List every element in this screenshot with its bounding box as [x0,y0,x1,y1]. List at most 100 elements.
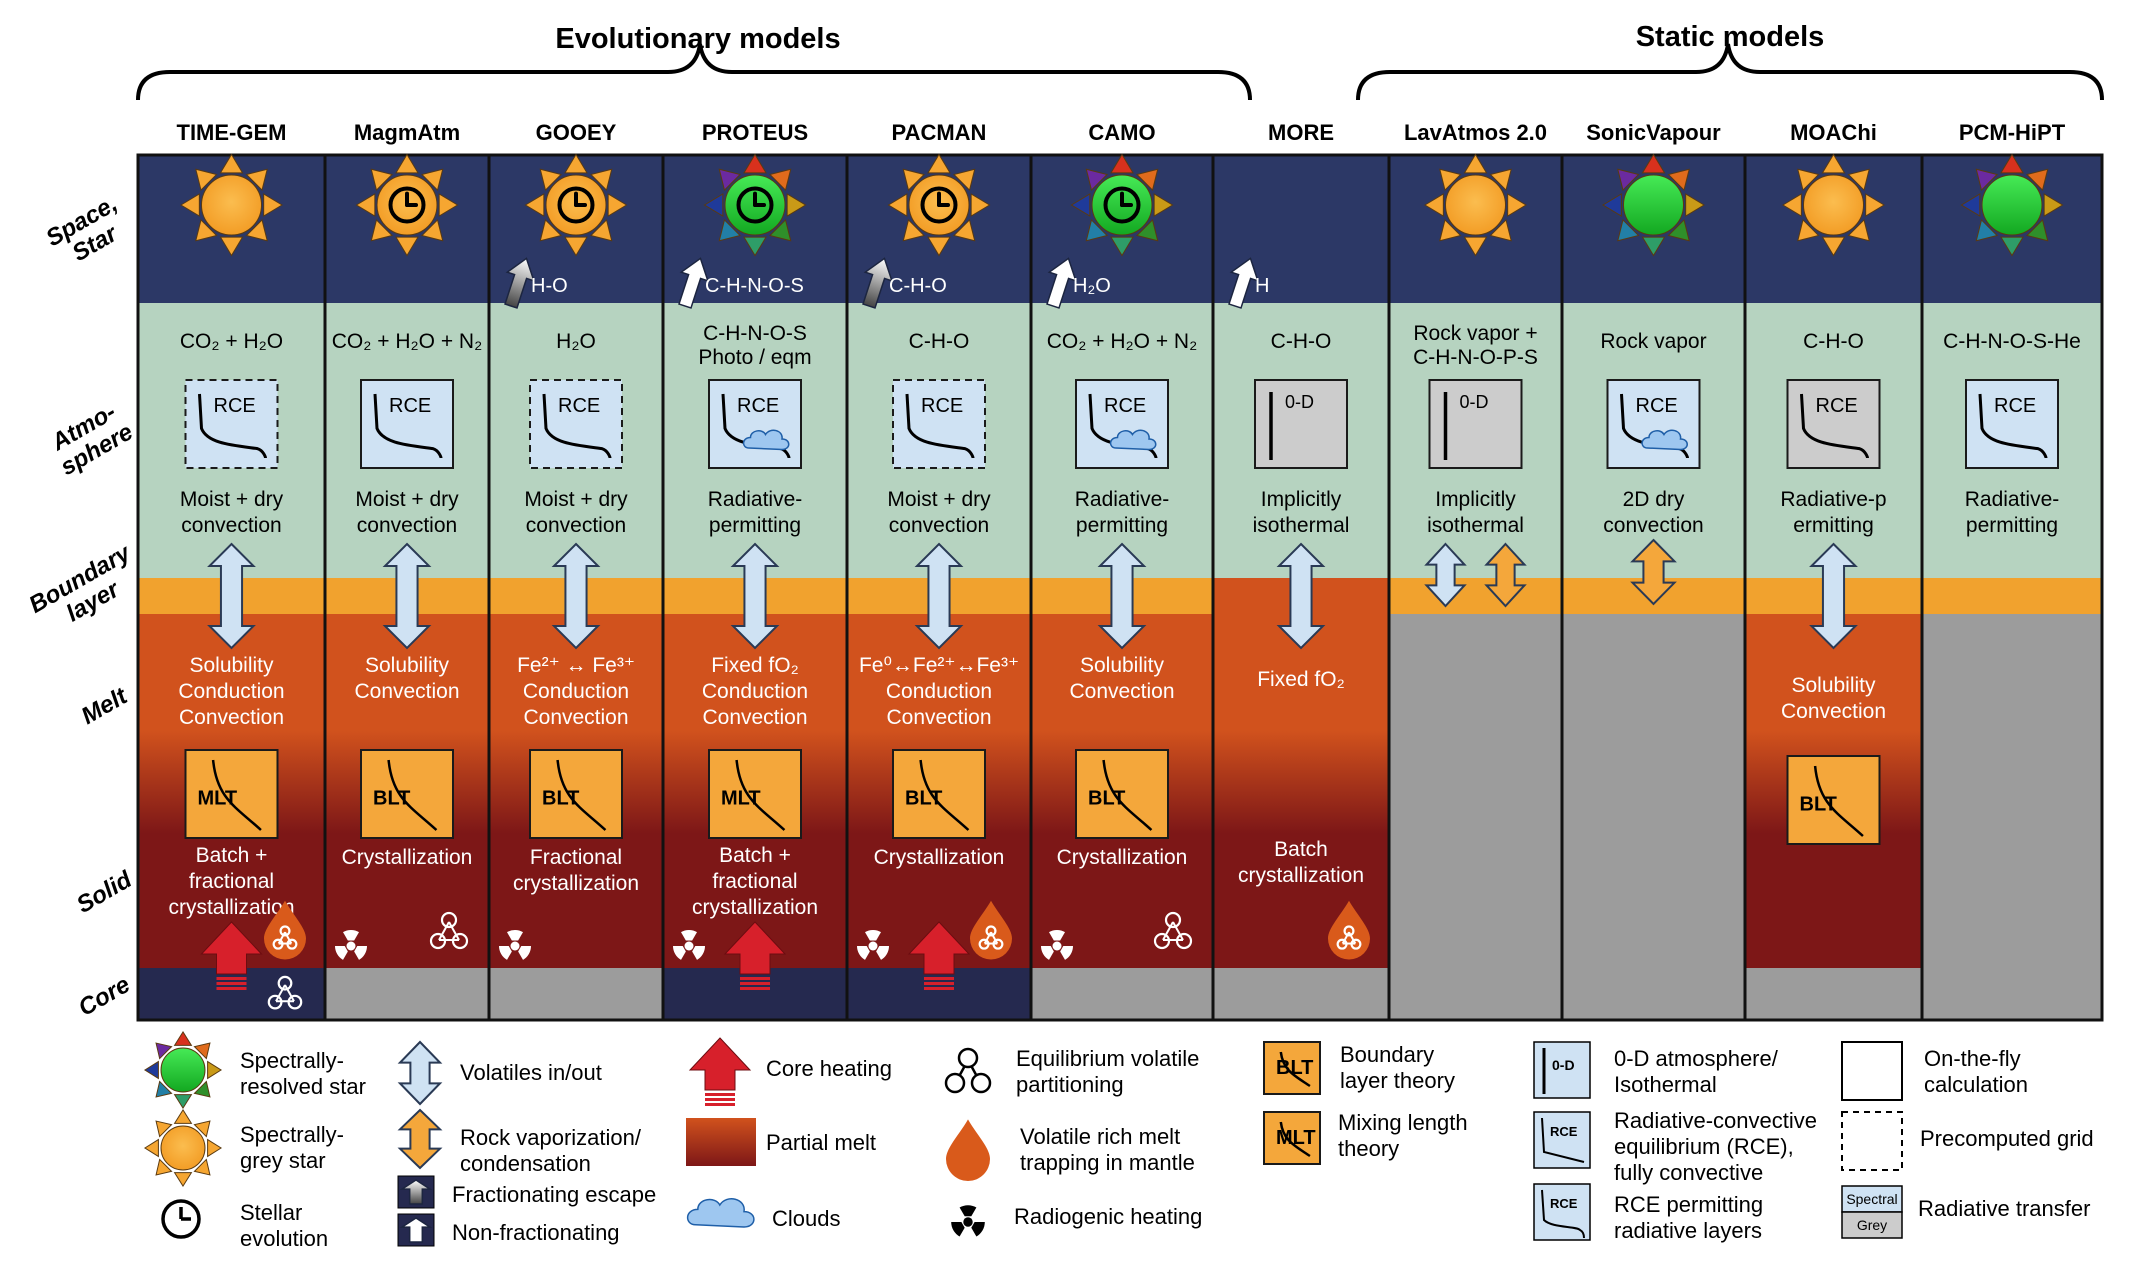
radiation-blade [673,946,686,960]
atmosphere-composition: CO₂ + H₂O [180,330,283,353]
profile-curve [542,393,612,459]
non-fractionating-escape-icon [1046,257,1078,309]
clock-face [736,186,774,224]
rce-box: RCE [1965,379,2059,469]
equilibrium-partitioning-icon [944,1047,992,1094]
drop-eq-icon [1336,925,1362,950]
radiation-center [346,941,356,951]
eq-node [1164,911,1182,929]
rce-box: RCE [1075,379,1169,469]
star-ray [1847,168,1870,192]
eq-node [279,925,291,937]
eq-link [1162,921,1174,941]
legend-text: Radiative-convective [1614,1108,1817,1133]
star-ray [1797,168,1820,192]
legend-text: equilibrium (RCE), [1614,1134,1794,1159]
star-ray [1641,236,1666,257]
mix-box-frame [1075,749,1169,839]
box-cloud-icon [1109,429,1157,451]
star-ray [564,236,588,257]
star-ray [887,193,908,217]
boundary-band [1922,578,2102,614]
legend-text: RCE permitting [1614,1192,1763,1217]
box-label: RCE [1636,395,1678,417]
legend-text: calculation [1924,1072,2028,1097]
eq-node [267,994,283,1010]
mix-curve [735,759,786,831]
spectral-star-icon [1960,153,2064,257]
eq-node [287,994,303,1010]
core-band-none [1031,968,1213,1020]
mix-box-frame [1263,1111,1321,1165]
core-band [138,968,325,1020]
volatiles-arrow [551,542,601,650]
convection-regime: permitting [709,514,801,537]
grey-star-icon [1424,153,1527,257]
clock-face [1103,186,1141,224]
volatiles-arrow [914,542,964,650]
star-ray [1463,236,1488,257]
radiation-blade [857,946,870,960]
clock-icon [388,186,426,224]
atmosphere-composition: Rock vapor + [1413,322,1537,345]
drop-eq-icon [272,925,298,950]
radiation-blade [971,1222,985,1237]
core-heating-bar [740,982,770,985]
mix-box-label: MLT [1276,1127,1316,1149]
model-name: SonicVapour [1586,120,1721,145]
core-heating-bar [216,977,247,980]
core-band-none [1213,968,1389,1020]
legend-text: grey star [240,1148,326,1173]
convection-regime: Implicitly [1435,488,1516,511]
curve [1541,1189,1585,1239]
star-ray [1424,193,1444,217]
star-ray [180,193,200,217]
mix-curve [1102,759,1153,831]
volatiles-arrow [1809,542,1858,650]
atmosphere-composition: C-H-O [909,330,970,353]
model-name: MOAChi [1790,120,1877,145]
star-ray [155,1042,173,1060]
radiation-blade [335,946,348,960]
star-ray [155,1158,173,1176]
star-ray [1085,218,1109,242]
escape-arrow-shape [1046,257,1078,309]
star-ray [927,236,951,257]
star-ray [1617,218,1640,242]
box-label: 0-D [1285,392,1314,412]
star-ray [786,193,807,217]
star-ray [1153,193,1174,217]
box-label: RCE [558,395,600,417]
star-ray [195,168,218,192]
star-disc [160,1047,206,1093]
star-ray [193,1080,211,1098]
box-label: RCE [389,395,431,417]
star-ray [420,218,444,242]
mix-box-label: BLT [905,788,942,810]
model-name: GOOEY [536,120,617,145]
core-heating-bar [216,987,247,990]
star-ray [1135,168,1159,192]
legend-text: Partial melt [766,1130,876,1155]
boundary-layer-box: BLT [1786,755,1881,845]
star-ray [703,193,724,217]
star-ray [1110,153,1134,174]
star-ray [952,218,976,242]
legend-rce-perm-box: RCE [1533,1183,1591,1241]
no-interior-band [1922,614,2102,1020]
box-label: 0-D [1552,1057,1575,1073]
solid-process: Crystallization [874,846,1005,869]
legend-text: Boundary [1340,1042,1434,1067]
melt-solid-band [1213,614,1389,968]
escape-arrow-shape [678,257,710,309]
clock-icon [1103,186,1141,224]
legend-frac-escape-icon [399,1179,433,1205]
profile-curve [1978,393,2048,459]
star-ray [768,168,792,192]
volatiles-arrow [1424,542,1467,608]
core-heating-icon [723,921,787,990]
rock-vapor-arrow [1630,538,1677,606]
